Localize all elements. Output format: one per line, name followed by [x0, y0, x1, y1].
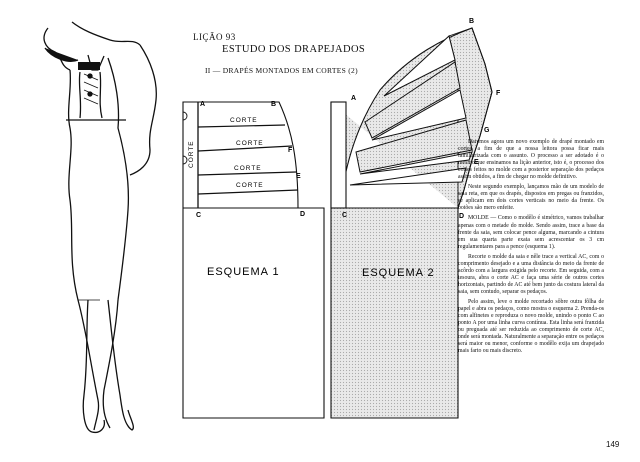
paragraph-5: Pelo assim, leve o molde recortado sôbre… [458, 298, 604, 355]
page-title: ESTUDO DOS DRAPEJADOS [222, 44, 366, 55]
schema2-label: ESQUEMA 2 [362, 267, 435, 279]
instruction-text: Daremos agora um novo exemplo de drapé m… [458, 139, 604, 358]
schema2-point-b: B [469, 18, 474, 25]
schema1-corte-label-4: CORTE [236, 182, 264, 189]
fashion-figure-illustration [43, 21, 157, 434]
schema1-point-b: B [271, 101, 276, 108]
schema2-point-e: E [474, 159, 479, 166]
paragraph-1: Daremos agora um novo exemplo de drapé m… [458, 139, 604, 181]
page-subtitle: II — DRAPÉS MONTADOS EM CORTES (2) [205, 66, 358, 75]
schema2-point-g: G [484, 127, 490, 134]
schema2-point-d: D [459, 213, 464, 220]
schema-2-diagram [330, 27, 493, 419]
schema1-label: ESQUEMA 1 [207, 266, 280, 278]
schema1-point-a: A [200, 101, 205, 108]
paragraph-3: MOLDE — Como o modêlo é simétrico, vamos… [458, 215, 604, 250]
paragraph-4: Recorte o molde da saia e nêle trace a v… [458, 253, 604, 295]
lesson-number: LIÇÃO 93 [193, 32, 236, 42]
schema2-point-c: C [342, 212, 347, 219]
page-number: 149 [606, 440, 620, 449]
schema1-corte-label-2: CORTE [236, 140, 264, 147]
schema1-corte-label-3: CORTE [234, 165, 262, 172]
paragraph-2: Neste segundo exemplo, lançamos mão de u… [458, 184, 604, 212]
schema2-point-a: A [351, 95, 356, 102]
schema1-side-corte-label: CORTE [188, 140, 195, 168]
schema1-corte-label-1: CORTE [230, 117, 258, 124]
schema2-point-f: F [496, 90, 501, 97]
schema1-point-d: D [300, 211, 305, 218]
schema1-point-c: C [196, 212, 201, 219]
schema1-point-e: E [296, 173, 301, 180]
schema1-point-f: F [288, 147, 293, 154]
schema-1-diagram [182, 101, 325, 419]
